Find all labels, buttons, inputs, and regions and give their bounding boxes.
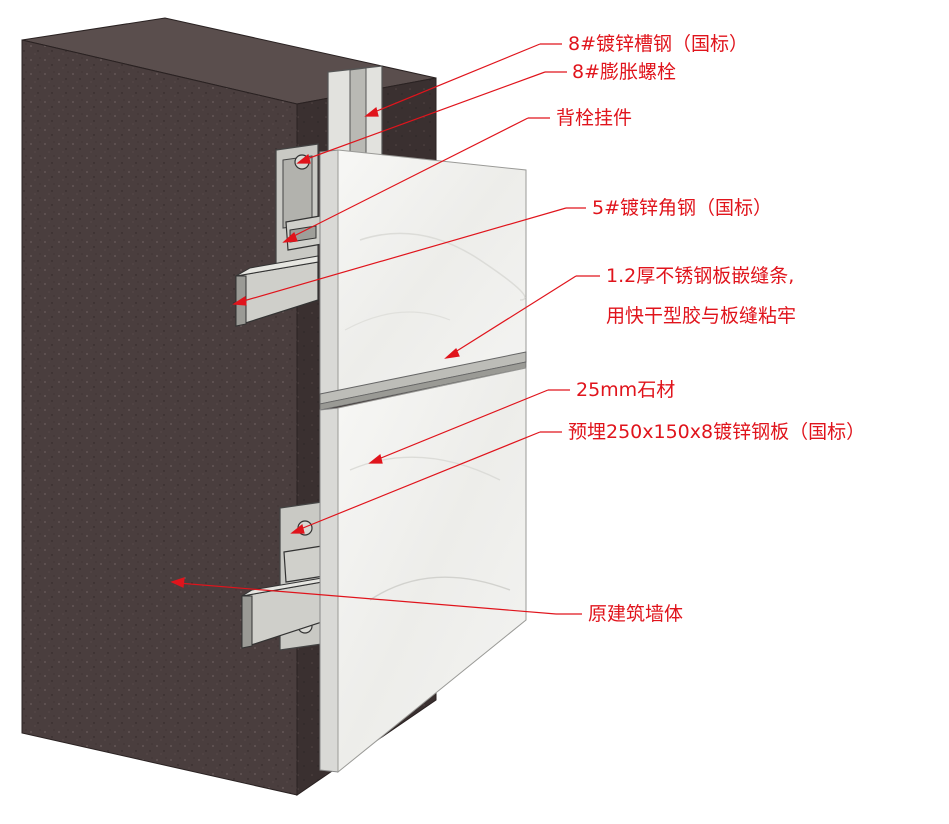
label-expansion-bolt: 8#膨胀螺栓 xyxy=(572,61,677,83)
label-joint-strip-line2: 用快干型胶与板缝粘牢 xyxy=(606,305,797,327)
label-embedded-plate: 预埋250x150x8镀锌钢板（国标） xyxy=(568,421,866,443)
label-angle-steel: 5#镀锌角钢（国标） xyxy=(592,197,773,219)
label-channel-steel: 8#镀锌槽钢（国标） xyxy=(568,33,749,55)
lower-stone-panel xyxy=(319,367,527,774)
label-joint-strip-line1: 1.2厚不锈钢板嵌缝条, xyxy=(606,265,795,287)
label-stone-25mm: 25mm石材 xyxy=(576,379,676,401)
wall-front-face xyxy=(21,39,298,796)
stainless-joint-strip xyxy=(319,351,527,411)
leader-lines xyxy=(170,43,600,615)
upper-stone-panel xyxy=(319,149,527,395)
label-back-bolt-hanger: 背栓挂件 xyxy=(556,107,633,129)
lower-bracket xyxy=(241,501,325,651)
label-original-wall: 原建筑墙体 xyxy=(588,603,684,625)
channel-steel xyxy=(327,65,383,163)
